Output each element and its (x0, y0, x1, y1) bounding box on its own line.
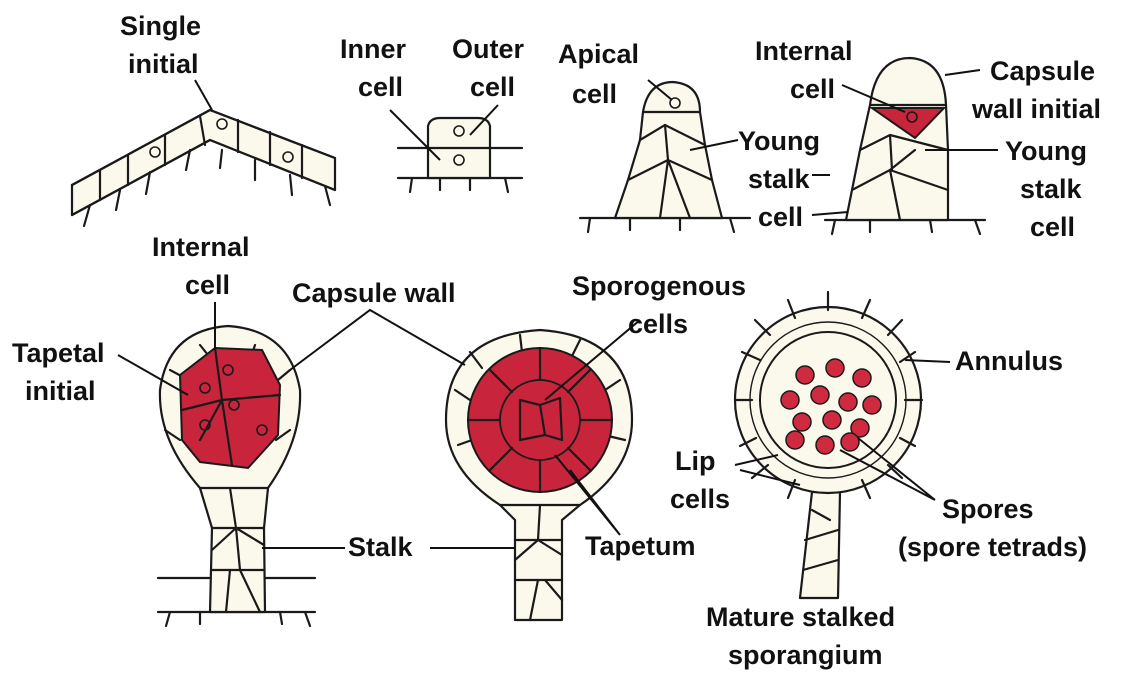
label-capsule-wall: Capsule wall (292, 278, 456, 308)
stage-tapetal-initial (158, 326, 315, 626)
label-tapetum: Tapetum (585, 531, 696, 561)
label-mature-sporangium: Mature stalked sporangium (706, 602, 903, 670)
label-apical-cell: Apical cell (558, 39, 647, 109)
label-inner-cell: Inner cell (340, 34, 414, 102)
label-capsule-wall-initial: Capsule wall initial (971, 56, 1103, 124)
label-spores: Spores (spore tetrads) (898, 494, 1087, 562)
stage-internal-cell (825, 58, 985, 234)
label-stalk: Stalk (348, 532, 414, 562)
label-young-stalk-cell-2: Young stalk cell (1005, 136, 1095, 242)
stage-single-initial (72, 110, 335, 226)
label-lip-cells: Lip cells (670, 446, 730, 514)
stage-mature-sporangium (735, 292, 922, 598)
label-tapetal-initial: Tapetal initial (12, 338, 112, 406)
label-sporogenous-cells: Sporogenous cells (572, 271, 754, 339)
stage-inner-outer-cell (398, 118, 522, 192)
label-internal-cell-top: Internal cell (755, 36, 860, 104)
label-single-initial: Single initial (120, 11, 209, 79)
label-annulus: Annulus (955, 346, 1063, 376)
stage-sporogenous-cells (446, 330, 632, 620)
label-young-stalk-cell-1: Young stalk cell (738, 126, 828, 232)
label-internal-cell-mid: Internal cell (152, 232, 257, 300)
label-outer-cell: Outer cell (452, 34, 532, 102)
